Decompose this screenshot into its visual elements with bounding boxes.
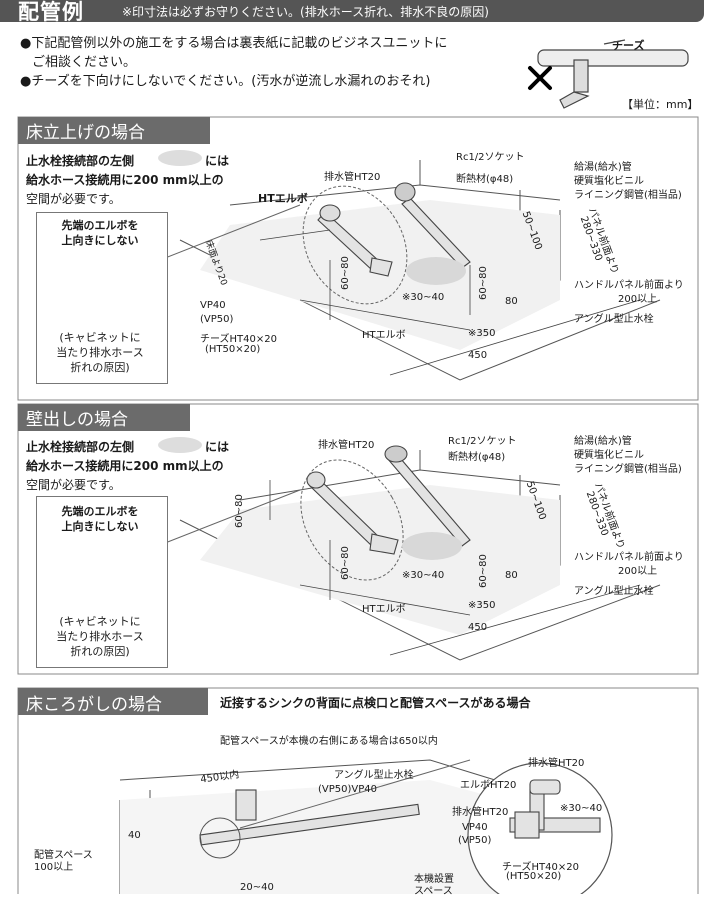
s3-vp40: VP40 — [462, 822, 488, 833]
cheese-label: チーズ — [612, 39, 645, 52]
s1-angle-valve: アングル型止水栓 — [574, 314, 654, 325]
unit-label: 【単位：mm】 — [622, 98, 699, 111]
section1-panel — [17, 116, 699, 401]
s1-supply-pipe-3: ライニング鋼管(相当品) — [574, 190, 682, 201]
s3-unit-space-1: 本機設置 — [414, 874, 454, 885]
section2-tab-bg — [18, 404, 190, 431]
s1-dim-30-40: ※30~40 — [402, 292, 445, 303]
s3-cheese50: (HT50×20) — [506, 871, 562, 882]
intro-bullet-1a: ●下記配管例以外の施工をする場合は裏表紙に記載のビジネスユニットに — [20, 36, 448, 51]
s3-dim-40: 40 — [128, 830, 141, 841]
section1-title: 床立上げの場合 — [26, 123, 145, 143]
s3-vp: (VP50)VP40 — [318, 784, 377, 795]
s1-dim-60-80a: 60~80 — [340, 256, 351, 290]
s3-space-100: 配管スペース — [34, 850, 93, 861]
s1-handle-panel-2: 200以上 — [618, 294, 658, 305]
section2-warn-note-1: (キャビネットに — [59, 615, 141, 628]
s2-dim-60-80-left: 60~80 — [234, 494, 245, 528]
section1-warn-note-3: 折れの原因) — [70, 361, 130, 374]
section2-req-1a: 止水栓接続部の左側 — [26, 440, 135, 454]
s3-space-right: 配管スペースが本機の右側にある場合は650以内 — [220, 736, 438, 747]
section2-req-1b: には — [205, 440, 230, 454]
s1-ht-elbow-top: HTエルボ — [258, 192, 308, 205]
section-header-bar — [0, 0, 704, 22]
header-note: ※印寸法は必ずお守りください。(排水ホース折れ、排水不良の原因) — [122, 5, 489, 19]
s3-cheese: チーズHT40×20 — [502, 862, 579, 873]
section1-warn-note-1: (キャビネットに — [59, 331, 141, 344]
section2-req-2: 給水ホース接続用に200 mm以上の — [26, 459, 224, 473]
section3-panel — [17, 687, 699, 894]
s3-dim-30-40: ※30~40 — [560, 803, 603, 814]
section2-panel — [17, 403, 699, 675]
section1-req-1b: には — [205, 154, 230, 168]
page-title: 配管例 — [18, 0, 84, 24]
section2-warn-note-3: 折れの原因) — [70, 645, 130, 658]
s1-drain-pipe: 排水管HT20 — [324, 172, 381, 183]
section1-req-2: 給水ホース接続用に200 mm以上の — [26, 173, 224, 187]
s3-elbow-ht20: エルボHT20 — [460, 780, 517, 791]
section2-req-3: 空間が必要です。 — [26, 478, 121, 492]
s2-handle-panel-1: ハンドルパネル前面より — [574, 552, 684, 563]
s1-vp50: (VP50) — [200, 314, 234, 325]
section1-warn-title-2: 上向きにしない — [61, 234, 139, 247]
s1-rc-socket: Rc1/2ソケット — [456, 152, 525, 163]
s2-insulation: 断熱材(φ48) — [448, 452, 506, 463]
section2-title: 壁出しの場合 — [26, 410, 128, 430]
section2-warn-title-1: 先端のエルボを — [61, 505, 139, 518]
s2-rc-socket: Rc1/2ソケット — [448, 436, 517, 447]
section1-req-1a: 止水栓接続部の左側 — [26, 154, 135, 168]
section1-req-3: 空間が必要です。 — [26, 192, 121, 206]
s1-ht-elbow-bottom: HTエルボ — [362, 330, 406, 341]
section1-warn-title-1: 先端のエルボを — [61, 219, 139, 232]
intro-x-mark — [528, 66, 552, 90]
s1-cheese-ht: チーズHT40×20 — [200, 334, 277, 345]
s2-supply-pipe-1: 給湯(給水)管 — [574, 436, 632, 447]
s2-ht-elbow: HTエルボ — [362, 604, 406, 615]
s3-angle-valve: アングル型止水栓 — [334, 770, 414, 781]
s2-dim-60-80b: 60~80 — [478, 554, 489, 588]
section2-warning-box — [36, 496, 168, 668]
section3-title: 床ころがしの場合 — [26, 695, 162, 715]
s3-drain-ht20: 排水管HT20 — [452, 807, 509, 818]
s1-dim-350: ※350 — [468, 328, 496, 339]
s2-dim-350: ※350 — [468, 600, 496, 611]
s3-dim-20-40: 20~40 — [240, 882, 274, 893]
s2-dim-450: 450 — [468, 622, 488, 633]
s1-supply-pipe-2: 硬質塩化ビニル — [574, 176, 644, 187]
s2-drain-pipe: 排水管HT20 — [318, 440, 375, 451]
s2-supply-pipe-2: 硬質塩化ビニル — [574, 450, 644, 461]
s2-angle-valve: アングル型止水栓 — [574, 586, 654, 597]
s2-dim-30-40: ※30~40 — [402, 570, 445, 581]
s3-vp50: (VP50) — [458, 835, 492, 846]
s2-dim-60-80a: 60~80 — [340, 546, 351, 580]
intro-pipe-illustration — [537, 39, 689, 109]
section2-warn-title-2: 上向きにしない — [61, 520, 139, 533]
s1-dim-80: 80 — [505, 296, 518, 307]
section1-warning-box — [36, 212, 168, 384]
section2-warn-note-2: 当たり排水ホース — [56, 630, 144, 643]
section1-warn-note-2: 当たり排水ホース — [56, 346, 144, 359]
s1-handle-panel-1: ハンドルパネル前面より — [574, 280, 684, 291]
s2-dim-80: 80 — [505, 570, 518, 581]
s3-space-100b: 100以上 — [34, 862, 74, 873]
intro-bullet-1b: ご相談ください。 — [32, 55, 137, 70]
s1-dim-60-80b: 60~80 — [478, 266, 489, 300]
s1-insulation: 断熱材(φ48) — [456, 174, 514, 185]
s2-supply-pipe-3: ライニング鋼管(相当品) — [574, 464, 682, 475]
s3-unit-space-2: スペース — [414, 886, 453, 897]
section1-tab-bg — [18, 117, 210, 144]
s1-dim-450: 450 — [468, 350, 488, 361]
s1-cheese-ht50: (HT50×20) — [205, 344, 261, 355]
section3-subtitle: 近接するシンクの背面に点検口と配管スペースがある場合 — [220, 696, 531, 710]
s3-drain-ht20-top: 排水管HT20 — [528, 758, 585, 769]
section3-tab-bg — [18, 688, 208, 715]
intro-bullet-2: ●チーズを下向けにしないでください。(汚水が逆流し水漏れのおそれ) — [20, 74, 431, 89]
s2-handle-panel-2: 200以上 — [618, 566, 658, 577]
s1-vp40: VP40 — [200, 300, 226, 311]
s1-supply-pipe-1: 給湯(給水)管 — [574, 162, 632, 173]
